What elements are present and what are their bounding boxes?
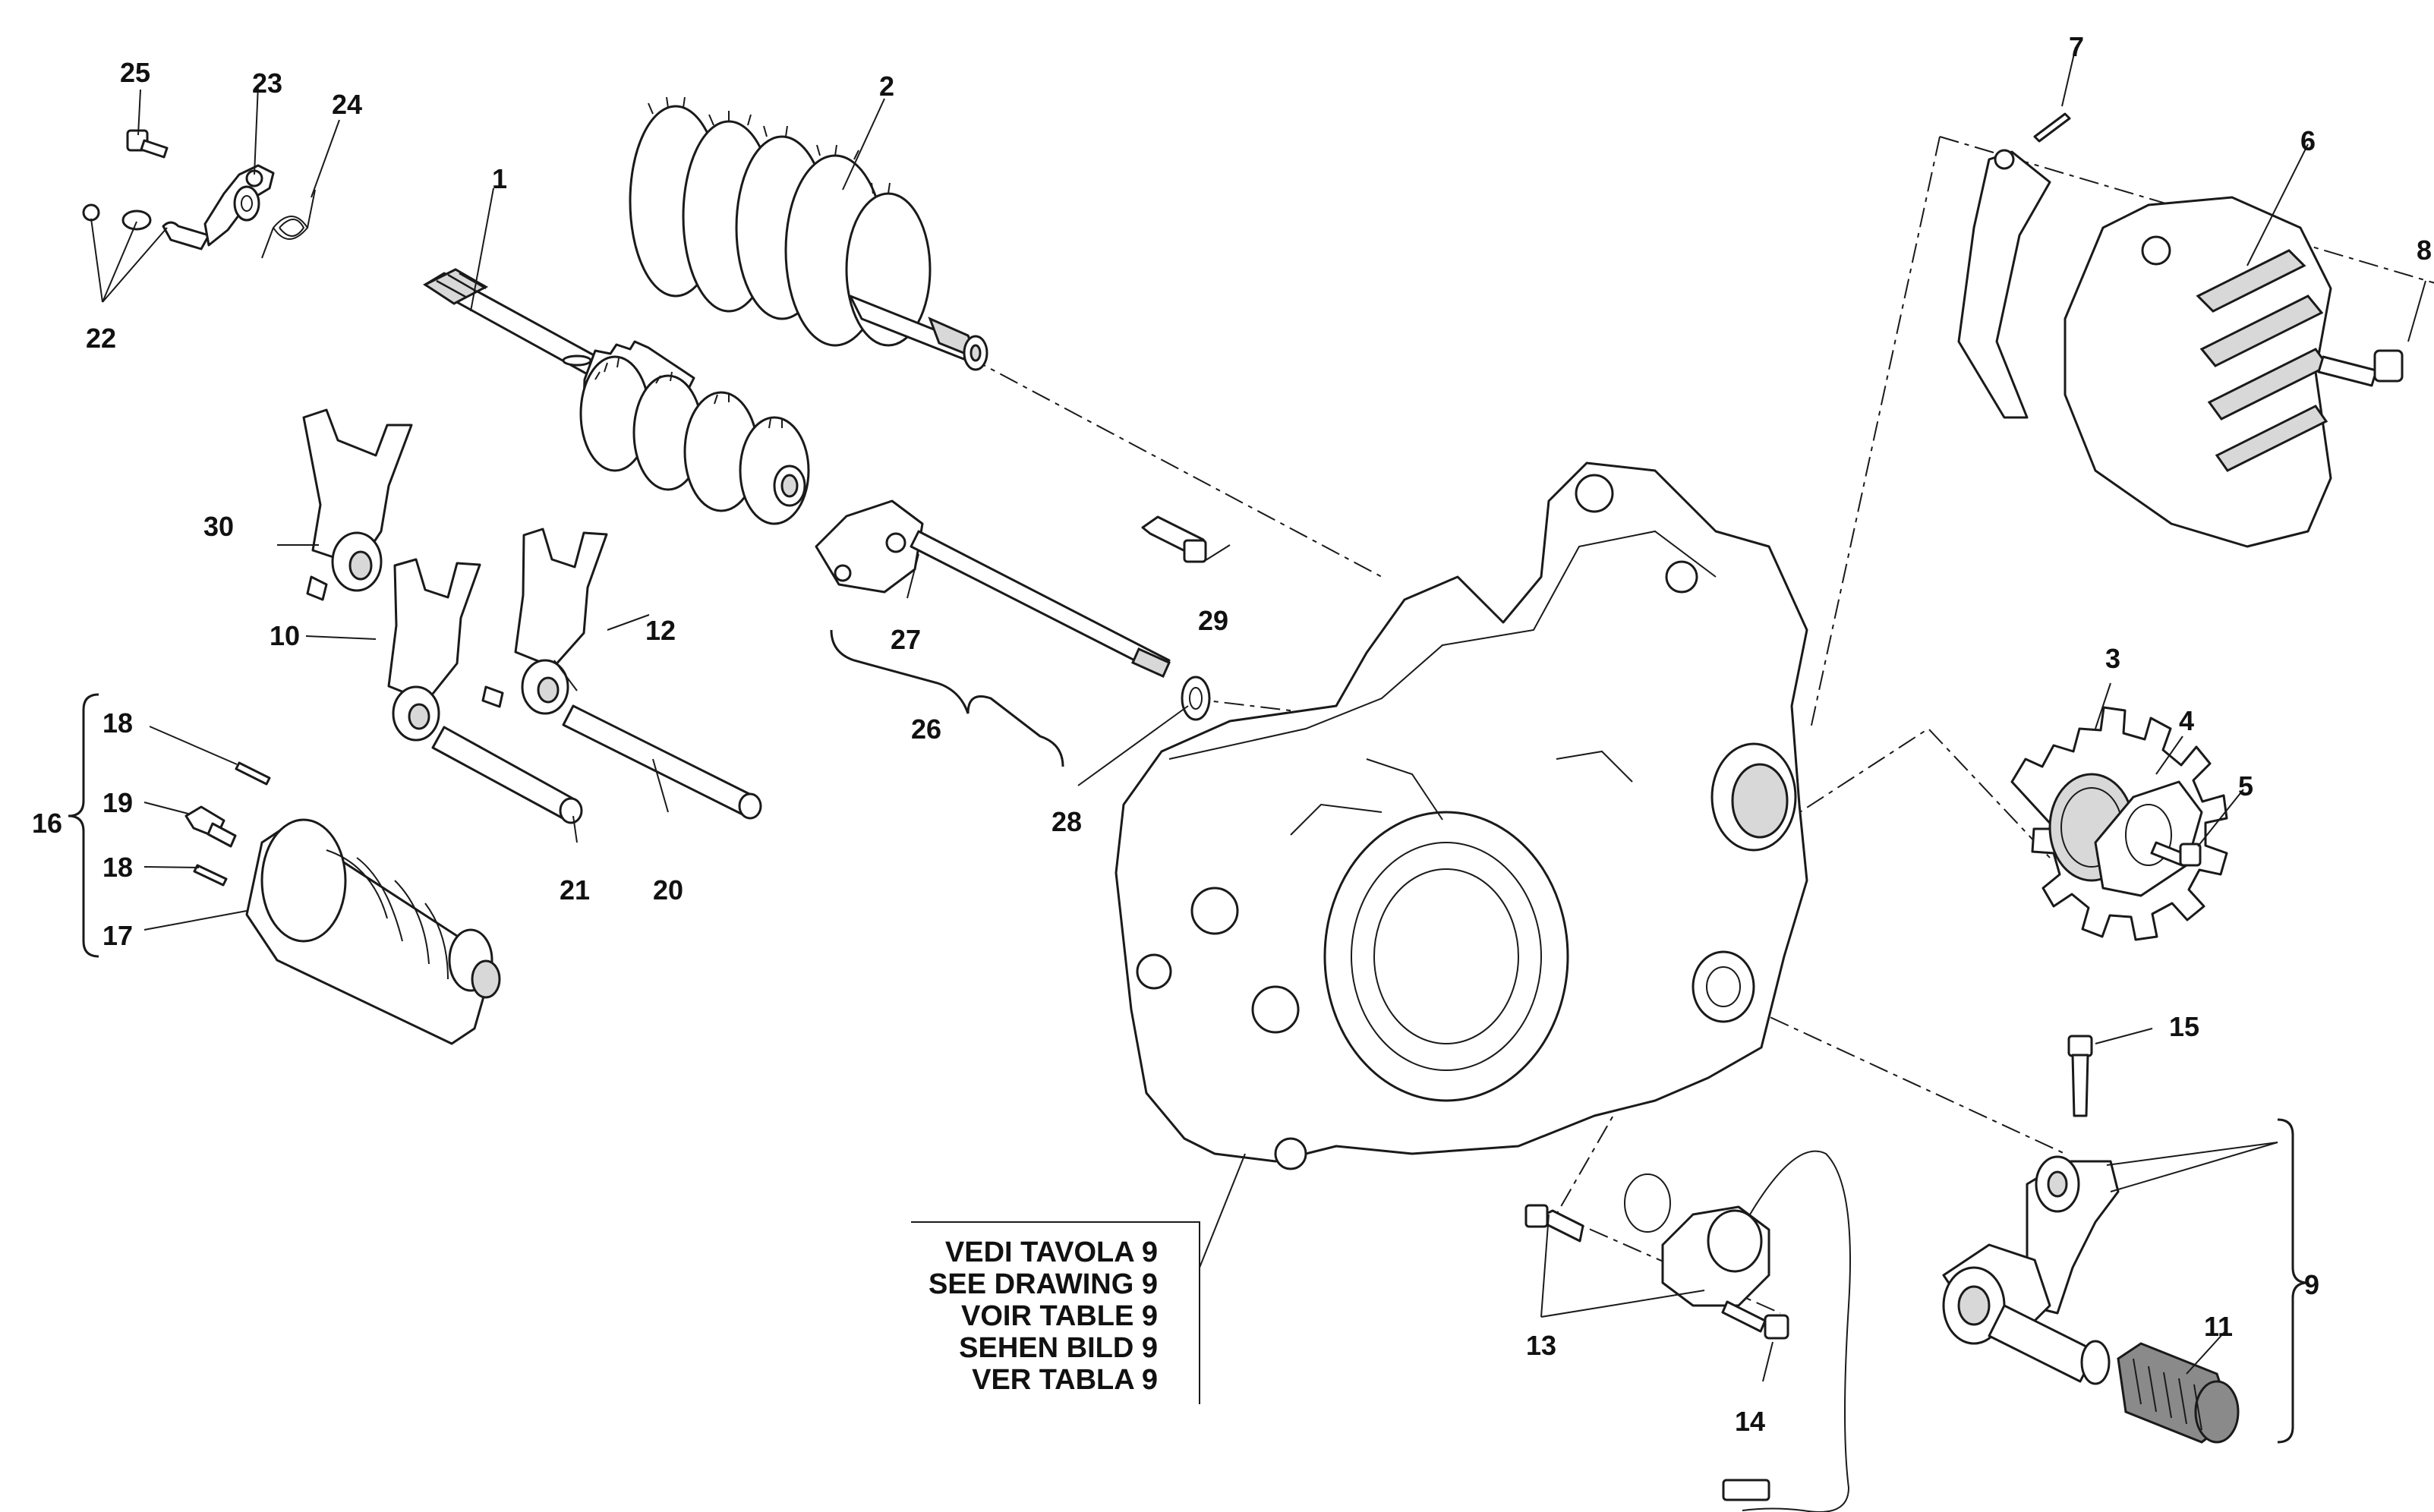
part-5-bolt [2150,841,2202,867]
callout-25: 25 [120,57,150,88]
part-14-screw [1721,1300,1789,1340]
part-27-shift-mechanism [815,499,924,594]
callout-14: 14 [1735,1406,1765,1437]
callout-15: 15 [2169,1011,2199,1042]
callout-18a: 18 [102,707,133,739]
callout-7: 7 [2069,31,2084,62]
callout-30: 30 [203,511,234,542]
callout-28: 28 [1051,806,1082,837]
crankcase-housing [1115,461,1808,1170]
part-24-spring [261,189,316,259]
callout-18b: 18 [102,852,133,883]
callout-13: 13 [1526,1330,1556,1361]
part-12-shift-fork [481,528,608,715]
part-25-screw [126,129,169,159]
part-29-plug [1141,515,1207,563]
callout-4: 4 [2179,705,2194,736]
part-13-neutral-sensor [1524,1150,1851,1512]
part-26-shift-shaft [910,530,1171,678]
gear-cluster-lower [579,340,810,525]
callout-10: 10 [270,620,300,651]
callout-12: 12 [645,615,676,646]
brace-group-26 [830,629,1064,767]
callout-22: 22 [86,323,116,354]
callout-1: 1 [492,163,507,194]
reference-note-line-3: VOIR TABLE 9 [961,1300,1158,1332]
callout-27: 27 [891,624,921,655]
part-28-washer [1181,676,1211,721]
callout-19: 19 [102,787,133,818]
part-20-fork-shaft [562,704,762,820]
reference-note-line-4: SEHEN BILD 9 [959,1332,1158,1364]
callout-5: 5 [2238,770,2253,802]
part-8-bolt [2317,349,2404,387]
part-21-fork-shaft [431,726,583,824]
callout-3: 3 [2105,643,2120,674]
callout-16: 16 [32,808,62,839]
callout-11: 11 [2204,1311,2233,1342]
callout-23: 23 [252,68,282,99]
callout-24: 24 [332,89,362,120]
part-19-screw [184,805,237,848]
part-4-retainer-plate [2094,780,2203,897]
callout-29: 29 [1198,605,1228,636]
callout-17: 17 [102,920,133,951]
callout-21: 21 [560,874,590,906]
callout-8: 8 [2417,235,2432,266]
reference-note-box: VEDI TAVOLA 9 SEE DRAWING 9 VOIR TABLE 9… [911,1221,1200,1404]
reference-note-line-5: VER TABLA 9 [972,1364,1158,1396]
callout-numbers: 1 2 3 4 5 6 7 8 9 10 11 12 13 14 15 16 1… [32,31,2432,1437]
part-2-countershaft [629,96,988,371]
brace-group-9 [2277,1118,2309,1444]
part-9-gear-lever [1942,1155,2120,1385]
part-18-pins [193,761,271,887]
callout-2: 2 [879,71,894,102]
part-15-bolt [2067,1035,2093,1117]
callout-26: 26 [911,713,941,745]
leader-lines [90,46,2426,1382]
part-1-main-shaft [423,268,810,525]
part-30-shift-fork [302,408,413,601]
part-17-shift-drum [245,818,501,1045]
reference-note-line-1: VEDI TAVOLA 9 [945,1236,1158,1268]
callout-20: 20 [653,874,683,906]
part-11-rubber-peg [2117,1342,2240,1444]
reference-note-line-2: SEE DRAWING 9 [929,1268,1158,1300]
part-10-shift-fork [387,558,481,742]
part-23-washer [233,185,260,222]
brace-group-16 [68,693,99,958]
callout-9: 9 [2304,1269,2319,1300]
part-6-sprocket-cover [2064,196,2332,548]
callout-6: 6 [2300,125,2316,156]
part-7-gasket [1957,112,2071,419]
